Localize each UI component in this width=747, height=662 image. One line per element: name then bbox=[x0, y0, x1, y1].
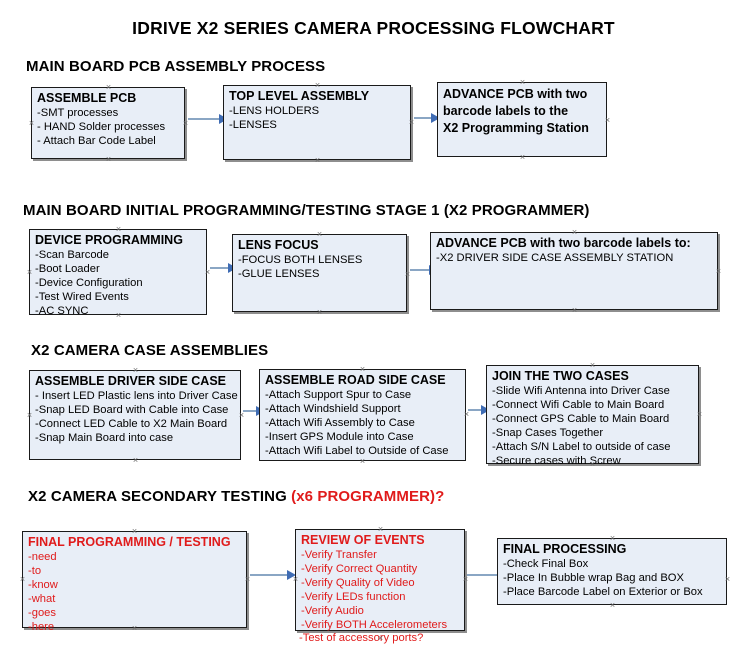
box-line: -Insert GPS Module into Case bbox=[265, 431, 414, 443]
box-overflow-line: -Test of accessory ports? bbox=[299, 632, 424, 644]
box-line: -X2 DRIVER SIDE CASE ASSEMBLY STATION bbox=[436, 252, 674, 264]
box-title: REVIEW OF EVENTS bbox=[301, 533, 425, 547]
box-title: ASSEMBLE DRIVER SIDE CASE bbox=[35, 374, 227, 388]
box-line: -Place Barcode Label on Exterior or Box bbox=[503, 586, 703, 598]
box-line: -GLUE LENSES bbox=[238, 268, 320, 280]
box-final-processing[interactable]: FINAL PROCESSING -Check Final Box -Place… bbox=[497, 538, 727, 605]
box-line: -Place In Bubble wrap Bag and BOX bbox=[503, 572, 684, 584]
box-line: -Verify Quality of Video bbox=[301, 577, 415, 589]
box-line: -goes bbox=[28, 607, 56, 619]
box-line: -to bbox=[28, 565, 42, 577]
box-line: -Slide Wifi Antenna into Driver Case bbox=[492, 385, 670, 397]
box-final-programming-testing[interactable]: FINAL PROGRAMMING / TESTING -need -to -k… bbox=[22, 531, 247, 633]
connector-arrow bbox=[468, 405, 490, 415]
box-device-programming[interactable]: DEVICE PROGRAMMING -Scan Barcode -Boot L… bbox=[29, 229, 207, 317]
box-line: -Scan Barcode bbox=[35, 249, 110, 261]
box-title: ADVANCE PCB with two bbox=[443, 87, 588, 101]
box-line: -Attach Windshield Support bbox=[265, 403, 401, 415]
box-line: -Boot Loader bbox=[35, 263, 100, 275]
section-heading-4-text: X2 CAMERA SECONDARY TESTING bbox=[28, 488, 292, 505]
box-line: -Attach Wifi Label to Outside of Case bbox=[265, 445, 449, 457]
box-join-the-two-cases[interactable]: JOIN THE TWO CASES -Slide Wifi Antenna i… bbox=[486, 365, 699, 467]
box-line: -Device Configuration bbox=[35, 277, 143, 289]
box-line: -Test Wired Events bbox=[35, 291, 129, 303]
box-line: -Verify BOTH Accelerometers bbox=[301, 619, 448, 631]
box-assemble-driver-side-case[interactable]: ASSEMBLE DRIVER SIDE CASE - Insert LED P… bbox=[29, 370, 241, 460]
arrow-shaft bbox=[468, 409, 482, 411]
box-line: -Secure cases with Screw bbox=[492, 455, 621, 467]
arrow-shaft bbox=[467, 574, 502, 576]
box-title: JOIN THE TWO CASES bbox=[492, 369, 629, 383]
box-line: -Connect LED Cable to X2 Main Board bbox=[35, 418, 228, 430]
box-title: ASSEMBLE ROAD SIDE CASE bbox=[265, 373, 446, 387]
box-review-of-events[interactable]: REVIEW OF EVENTS -Verify Transfer -Verif… bbox=[295, 529, 465, 631]
box-line: -what bbox=[28, 593, 56, 605]
box-title-line3: X2 Programming Station bbox=[443, 121, 589, 135]
arrow-shaft bbox=[243, 410, 257, 412]
box-title: ADVANCE PCB with two barcode labels to: bbox=[436, 236, 691, 250]
section-heading-1: MAIN BOARD PCB ASSEMBLY PROCESS bbox=[26, 58, 325, 75]
box-line: - HAND Solder processes bbox=[37, 121, 166, 133]
arrow-shaft bbox=[250, 574, 288, 576]
box-line: -LENS HOLDERS bbox=[229, 105, 320, 117]
box-line: -Attach Wifi Assembly to Case bbox=[265, 417, 415, 429]
arrow-shaft bbox=[410, 269, 430, 271]
connector-arrow bbox=[414, 113, 440, 123]
box-lens-focus[interactable]: LENS FOCUS -FOCUS BOTH LENSES -GLUE LENS… bbox=[232, 234, 407, 312]
box-line: -Snap Cases Together bbox=[492, 427, 604, 439]
box-line: -know bbox=[28, 579, 58, 591]
box-line: -Connect GPS Cable to Main Board bbox=[492, 413, 670, 425]
box-line: -Verify Correct Quantity bbox=[301, 563, 418, 575]
box-line: - Insert LED Plastic lens into Driver Ca… bbox=[35, 390, 238, 402]
arrow-head-icon bbox=[481, 405, 490, 415]
box-title: LENS FOCUS bbox=[238, 238, 319, 252]
box-title-line2: barcode labels to the bbox=[443, 104, 569, 118]
box-assemble-road-side-case[interactable]: ASSEMBLE ROAD SIDE CASE -Attach Support … bbox=[259, 369, 466, 461]
connector-arrow bbox=[250, 570, 296, 580]
box-line: -FOCUS BOTH LENSES bbox=[238, 254, 363, 266]
page-title: IDRIVE X2 SERIES CAMERA PROCESSING FLOWC… bbox=[132, 18, 615, 38]
box-line: -Verify Audio bbox=[301, 605, 364, 617]
box-line: -Verify LEDs function bbox=[301, 591, 406, 603]
section-heading-3-text: X2 CAMERA CASE ASSEMBLIES bbox=[31, 342, 269, 359]
arrow-shaft bbox=[414, 117, 432, 119]
box-top-level-assembly[interactable]: TOP LEVEL ASSEMBLY -LENS HOLDERS -LENSES bbox=[223, 85, 411, 160]
box-line: -AC SYNC bbox=[35, 305, 89, 317]
box-line: - Attach Bar Code Label bbox=[37, 135, 156, 147]
arrow-shaft bbox=[210, 267, 229, 269]
box-title: FINAL PROCESSING bbox=[503, 542, 627, 556]
box-title: ASSEMBLE PCB bbox=[37, 91, 137, 105]
box-advance-pcb-station[interactable]: ADVANCE PCB with two barcode labels to t… bbox=[437, 82, 607, 157]
box-advance-pcb-driver-side[interactable]: ADVANCE PCB with two barcode labels to: … bbox=[430, 232, 718, 310]
box-line: -Snap LED Board with Cable into Case bbox=[35, 404, 229, 416]
section-heading-2-text: MAIN BOARD INITIAL PROGRAMMING/TESTING S… bbox=[23, 202, 590, 219]
arrow-head-icon bbox=[431, 113, 440, 123]
arrow-shaft bbox=[188, 118, 220, 120]
box-line: -Connect Wifi Cable to Main Board bbox=[492, 399, 665, 411]
section-heading-2: MAIN BOARD INITIAL PROGRAMMING/TESTING S… bbox=[23, 202, 590, 219]
box-line: -Verify Transfer bbox=[301, 549, 377, 561]
connector-arrow bbox=[188, 114, 228, 124]
box-line: -need bbox=[28, 551, 57, 563]
box-line: -LENSES bbox=[229, 119, 277, 131]
box-title: FINAL PROGRAMMING / TESTING bbox=[28, 535, 231, 549]
box-title: DEVICE PROGRAMMING bbox=[35, 233, 183, 247]
box-line: -Attach S/N Label to outside of case bbox=[492, 441, 671, 453]
box-line: -Snap Main Board into case bbox=[35, 432, 174, 444]
section-heading-4: X2 CAMERA SECONDARY TESTING (x6 PROGRAMM… bbox=[28, 488, 444, 505]
box-line: -here bbox=[28, 621, 55, 633]
box-assemble-pcb[interactable]: ASSEMBLE PCB -SMT processes - HAND Solde… bbox=[31, 87, 185, 159]
section-heading-3: X2 CAMERA CASE ASSEMBLIES bbox=[31, 342, 268, 359]
box-line: -Check Final Box bbox=[503, 558, 589, 570]
box-title: TOP LEVEL ASSEMBLY bbox=[229, 89, 370, 103]
arrow-head-icon bbox=[287, 570, 296, 580]
section-heading-1-text: MAIN BOARD PCB ASSEMBLY PROCESS bbox=[26, 58, 326, 75]
section-heading-4-accent: (x6 PROGRAMMER)? bbox=[291, 488, 445, 505]
box-line: -Attach Support Spur to Case bbox=[265, 389, 412, 401]
box-line: -SMT processes bbox=[37, 107, 119, 119]
